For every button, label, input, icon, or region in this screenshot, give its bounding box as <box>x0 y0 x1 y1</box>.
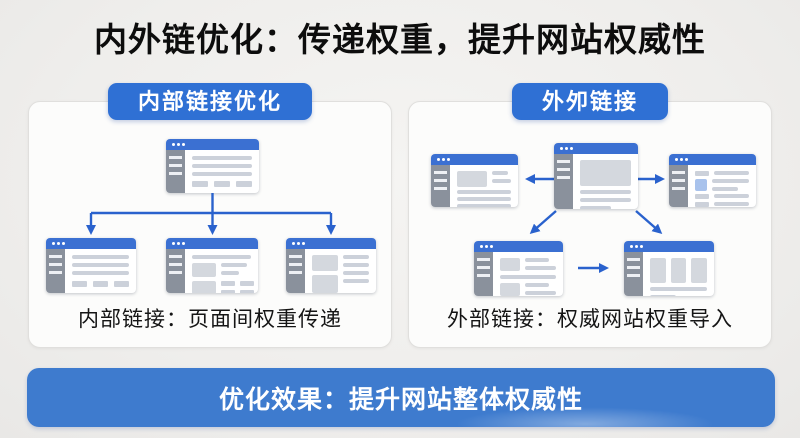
window-sidebar <box>46 249 65 293</box>
external-links-panel: 外夘链接 <box>408 83 772 348</box>
external-site-window-left <box>431 154 518 207</box>
window-content <box>493 252 563 296</box>
window-titlebar-dots-icon <box>46 238 136 249</box>
child-page-window-3 <box>286 238 376 293</box>
linked-site-window-bottom-right <box>624 241 714 296</box>
external-site-window-right <box>669 154 756 207</box>
window-content <box>643 252 714 296</box>
result-label: 优化效果： <box>218 385 349 414</box>
window-content <box>688 165 756 207</box>
window-content <box>65 249 136 293</box>
optimization-result-banner: 优化效果： 提升网站整体权威性 <box>27 368 775 427</box>
window-sidebar <box>669 165 688 207</box>
window-titlebar-dots-icon <box>431 154 518 165</box>
window-content <box>185 150 259 193</box>
authority-site-window <box>554 143 638 209</box>
external-links-header-badge: 外夘链接 <box>511 83 669 120</box>
window-titlebar-dots-icon <box>286 238 376 249</box>
parent-page-window <box>166 139 259 193</box>
window-sidebar <box>166 150 185 193</box>
window-sidebar <box>474 252 493 296</box>
result-text: 提升网站整体权威性 <box>349 385 584 414</box>
window-titlebar-dots-icon <box>554 143 638 154</box>
window-sidebar <box>431 165 450 207</box>
window-sidebar <box>624 252 643 296</box>
external-links-caption: 外部链接：权威网站权重导入 <box>447 308 733 331</box>
window-sidebar <box>286 249 305 293</box>
page-title: 内外链优化：传递权重，提升网站权威性 <box>94 21 706 58</box>
window-titlebar-dots-icon <box>166 238 258 249</box>
window-sidebar <box>166 249 185 293</box>
window-titlebar-dots-icon <box>474 241 563 252</box>
window-content <box>450 165 518 207</box>
child-page-window-2 <box>166 238 258 293</box>
internal-links-caption: 内部链接：页面间权重传递 <box>78 308 342 331</box>
window-titlebar-dots-icon <box>166 139 259 150</box>
linked-site-window-bottom-left <box>474 241 563 296</box>
window-titlebar-dots-icon <box>624 241 714 252</box>
window-sidebar <box>554 154 573 209</box>
window-titlebar-dots-icon <box>669 154 756 165</box>
internal-links-panel: 内部链接优化 <box>28 83 392 348</box>
internal-links-header-badge: 内部链接优化 <box>107 83 313 120</box>
child-page-window-1 <box>46 238 136 293</box>
window-content <box>305 249 376 293</box>
window-content <box>573 154 638 209</box>
window-content <box>185 249 258 293</box>
